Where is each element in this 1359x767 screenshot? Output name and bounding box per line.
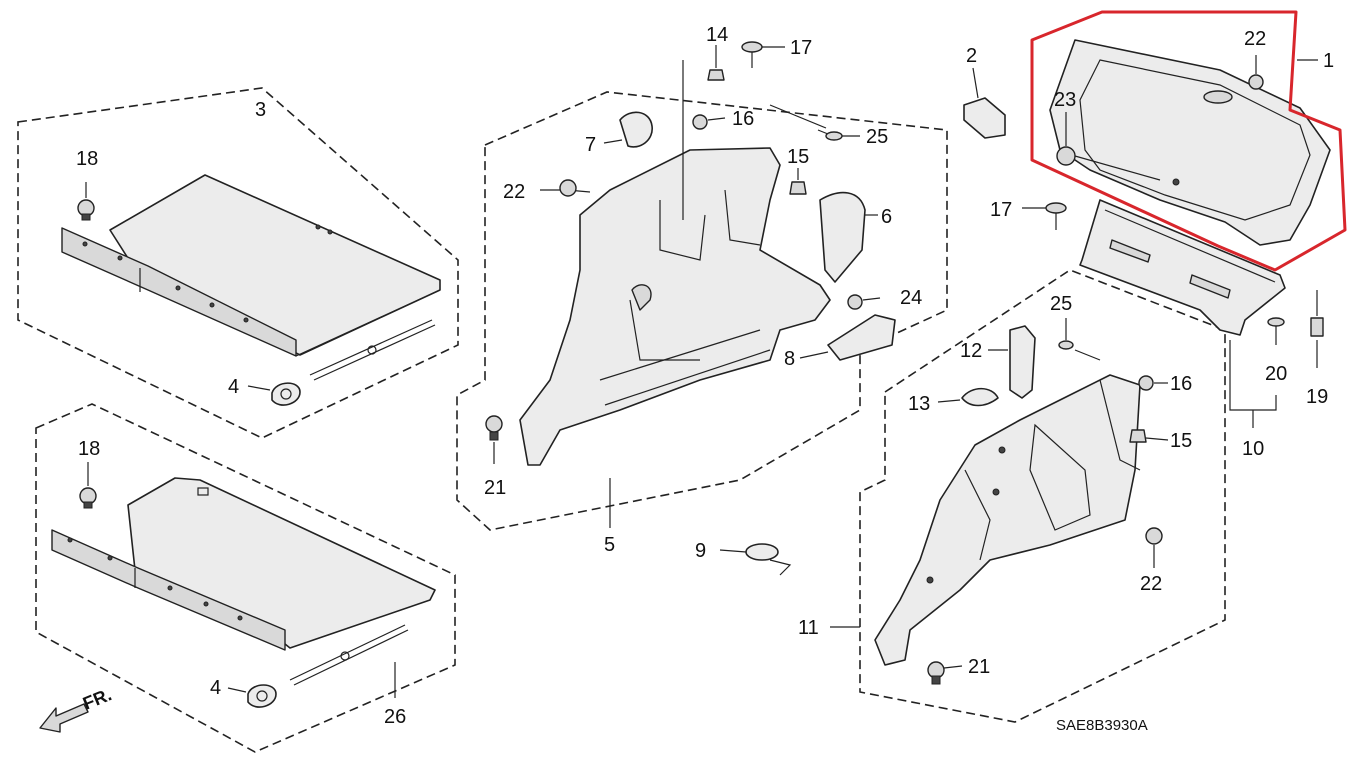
fastener-clip-18-lower [79,462,97,509]
callout-14: 14 [706,24,728,46]
trim-cover-6 [819,191,878,283]
callout-23: 23 [1054,89,1076,111]
highlight-outline-part-1 [1030,10,1347,272]
fastener-19 [1310,290,1324,368]
fastener-17-right [1022,202,1067,230]
callout-24: 24 [900,287,922,309]
hook-4-upper [247,382,301,406]
callout-13: 13 [908,393,930,415]
fastener-20 [1267,317,1285,345]
drawing-code: SAE8B3930A [1056,717,1148,734]
callout-4-upper: 4 [228,376,239,398]
fastener-25-right [1058,318,1101,361]
callout-17-right: 17 [990,199,1012,221]
hook-4-lower [227,684,277,708]
fastener-15-right [1129,429,1169,443]
callout-22-tailgate: 22 [1244,28,1266,50]
front-direction-arrow: FR. [39,684,114,733]
fastener-23 [1056,112,1161,181]
fastener-22-left [540,179,577,197]
bracket-2 [963,67,1006,139]
fastener-22-right [1145,527,1163,568]
callout-12: 12 [960,340,982,362]
fastener-21-left [485,415,503,464]
callout-22-right: 22 [1140,573,1162,595]
tailgate-trim-panel-1 [1049,39,1331,246]
callout-21-left: 21 [484,477,506,499]
callout-25-left: 25 [866,126,888,148]
cap-13 [937,387,999,407]
callout-11: 11 [798,617,819,639]
callout-3: 3 [255,99,266,121]
trim-cap-7 [603,111,653,148]
callout-16-right: 16 [1170,373,1192,395]
group-boundary-left-trim [456,91,948,531]
callout-1: 1 [1323,50,1334,72]
group-boundary-right-trim [859,269,1226,723]
fastener-21-right [927,661,963,685]
callout-22-left: 22 [503,181,525,203]
callout-18-lower: 18 [78,438,100,460]
group-boundary-cargo-cover-lower [35,403,456,753]
fastener-16-right [1138,375,1168,391]
fastener-25-left [769,104,860,141]
fastener-clip-18-upper [77,182,95,221]
front-marker-label: FR. [80,684,114,713]
callout-17-top: 17 [790,37,812,59]
callout-9: 9 [695,540,706,562]
callout-15-right: 15 [1170,430,1192,452]
callout-26: 26 [384,706,406,728]
callout-labels: 1 2 3 4 4 5 6 7 8 9 10 11 12 13 14 15 15… [76,24,1334,728]
fastener-22-tailgate [1248,55,1264,90]
handle-12 [988,325,1036,399]
callout-21-right: 21 [968,656,990,678]
callout-5: 5 [604,534,615,556]
side-trim-left [519,60,831,466]
trim-lid-8 [799,314,896,361]
callout-19: 19 [1306,386,1328,408]
callout-7: 7 [585,134,596,156]
cable-clip-9 [719,543,792,576]
callout-4-lower: 4 [210,677,221,699]
fastener-14 [707,45,725,81]
fastener-24 [847,294,881,310]
rear-sill-garnish-10 [1079,199,1286,336]
callout-18-upper: 18 [76,148,98,170]
fastener-17-top [741,41,785,68]
callout-25-right: 25 [1050,293,1072,315]
callout-16-left: 16 [732,108,754,130]
fastener-15-left [789,168,807,195]
callout-10: 10 [1242,438,1264,460]
callout-6: 6 [881,206,892,228]
fastener-16-left [692,114,726,130]
callout-8: 8 [784,348,795,370]
cargo-floor-board-lower [51,477,436,686]
group-boundary-cargo-cover-upper [17,87,459,439]
cargo-floor-board-upper [61,174,441,381]
side-trim-right [874,374,1141,666]
callout-2: 2 [966,45,977,67]
callout-20: 20 [1265,363,1287,385]
callout-15-left: 15 [787,146,809,168]
